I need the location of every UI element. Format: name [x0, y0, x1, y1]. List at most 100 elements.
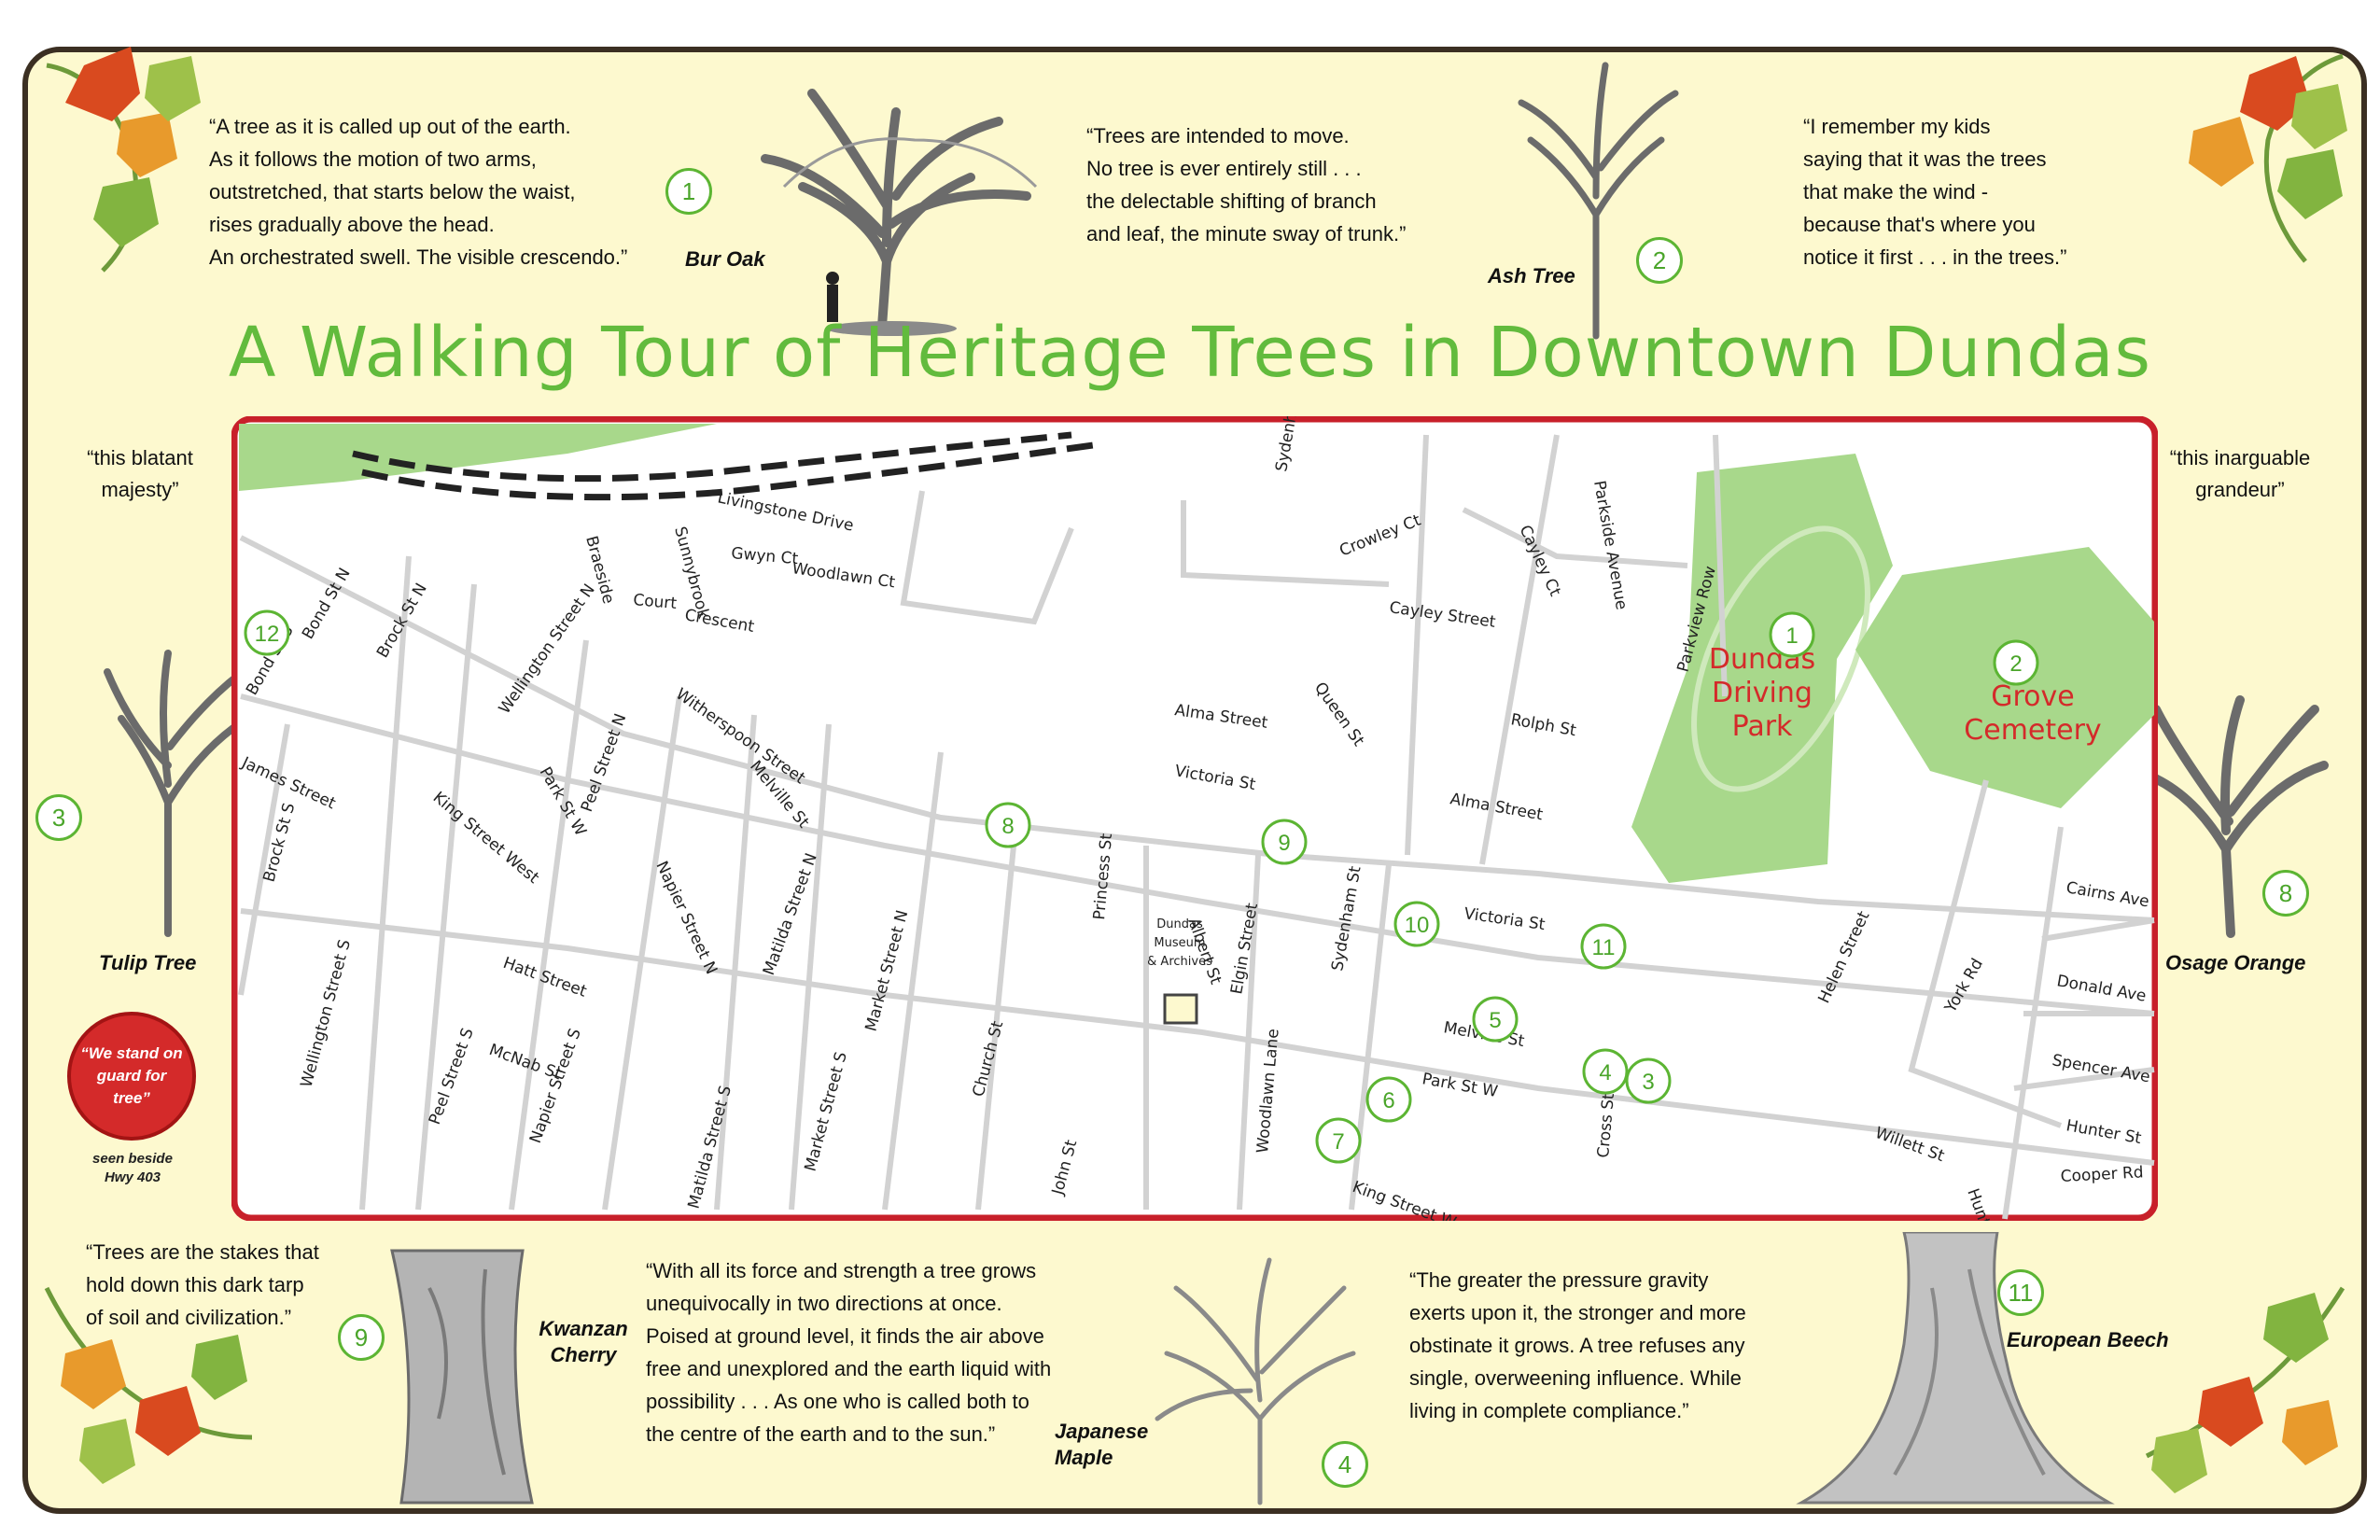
tour-stop-number: 10 — [1405, 913, 1430, 938]
european-beech-trunk-illustration — [1796, 1232, 2115, 1505]
leaf-decoration-bottom-left — [44, 1286, 253, 1484]
tour-stop-8: 8 — [985, 802, 1031, 848]
quote-line: “this inarguable — [2169, 446, 2311, 469]
quote-bottom-right: “The greater the pressure gravity exerts… — [1409, 1264, 1746, 1427]
quote-line: As it follows the motion of two arms, — [209, 147, 537, 171]
tour-stop-12: 12 — [244, 609, 290, 656]
tour-stop-number: 1 — [1785, 623, 1798, 649]
tree-badge-tulip-tree: 3 — [35, 794, 82, 841]
tour-stop-3: 3 — [1625, 1057, 1672, 1104]
quote-bottom-center: “With all its force and strength a tree … — [646, 1254, 1051, 1450]
quote-line: possibility . . . As one who is called b… — [646, 1390, 1029, 1413]
tour-stop-number: 9 — [1278, 831, 1290, 856]
tree-name-ash-tree: Ash Tree — [1488, 264, 1575, 287]
street-label: Cooper Rd — [2060, 1163, 2144, 1186]
quote-line: outstretched, that starts below the wais… — [209, 180, 576, 203]
tour-stop-number: 5 — [1489, 1008, 1501, 1033]
quote-line: An orchestrated swell. The visible cresc… — [209, 245, 628, 269]
leaf-decoration-top-left — [46, 47, 201, 273]
quote-line: Poised at ground level, it finds the air… — [646, 1324, 1044, 1348]
tour-stop-number: 4 — [1599, 1060, 1611, 1085]
quote-line: that make the wind - — [1803, 180, 1989, 203]
tree-name-kwanzan-cherry: Kwanzan Cherry — [539, 1317, 628, 1366]
tulip-tree-illustration — [104, 650, 246, 937]
leaf-decoration-bottom-right — [2145, 1286, 2345, 1493]
dundas-driving-park-label: Driving — [1712, 677, 1813, 709]
tree-name-european-beech: European Beech — [2007, 1328, 2169, 1351]
japanese-maple-illustration — [1155, 1257, 1356, 1505]
quote-line: free and unexplored and the earth liquid… — [646, 1357, 1052, 1380]
tour-stop-4: 4 — [1582, 1048, 1629, 1095]
quote-line: majesty” — [101, 478, 179, 501]
quote-line: “A tree as it is called up out of the ea… — [209, 115, 571, 138]
tour-stop-6: 6 — [1365, 1076, 1412, 1123]
quote-line: single, overweening influence. While — [1409, 1366, 1742, 1390]
quote-line: notice it first . . . in the trees.” — [1803, 245, 2067, 269]
quote-left-side: “this blatant majesty” — [63, 442, 217, 506]
tree-name-tulip-tree: Tulip Tree — [99, 951, 197, 974]
tour-stop-number: 11 — [1592, 935, 1616, 960]
quote-line: exerts upon it, the stronger and more — [1409, 1301, 1746, 1324]
tour-stop-number: 8 — [1001, 814, 1014, 839]
tree-badge-japanese-maple: 4 — [1322, 1441, 1368, 1488]
quote-top-right: “I remember my kids saying that it was t… — [1803, 110, 2066, 273]
museum-label: Museum — [1154, 936, 1205, 950]
tour-stop-number: 2 — [2009, 651, 2022, 677]
quote-line: unequivocally in two directions at once. — [646, 1292, 1002, 1315]
tour-stop-number: 6 — [1382, 1088, 1394, 1113]
tree-badge-bur-oak: 1 — [665, 168, 712, 215]
tour-stop-number: 7 — [1332, 1129, 1344, 1155]
tour-stop-11: 11 — [1580, 923, 1627, 970]
driving-park-track — [1691, 525, 1870, 792]
quote-line: “Trees are intended to move. — [1086, 124, 1350, 147]
quote-line: “The greater the pressure gravity — [1409, 1268, 1709, 1292]
tour-stop-number: 3 — [1642, 1070, 1654, 1095]
quote-line: hold down this dark tarp — [86, 1273, 304, 1296]
railway-line — [361, 441, 1100, 501]
tree-badge-ash-tree: 2 — [1636, 237, 1683, 284]
quote-line: the delectable shifting of branch — [1086, 189, 1377, 213]
quote-line: No tree is ever entirely still . . . — [1086, 157, 1362, 180]
osage-orange-tree-illustration — [2142, 695, 2329, 938]
tour-stop-5: 5 — [1472, 996, 1519, 1043]
quote-bottom-left: “Trees are the stakes that hold down thi… — [86, 1236, 319, 1334]
tour-stop-number: 12 — [255, 622, 280, 647]
quote-line: “I remember my kids — [1803, 115, 1991, 138]
museum-label: & Archives — [1147, 955, 1212, 969]
tree-badge-kwanzan-cherry: 9 — [338, 1314, 385, 1361]
quote-line: “this blatant — [87, 446, 193, 469]
dundas-driving-park — [1631, 454, 1893, 883]
map-title: A Walking Tour of Heritage Trees in Down… — [228, 313, 2152, 393]
quote-top-center: “Trees are intended to move. No tree is … — [1086, 119, 1406, 250]
kwanzan-cherry-trunk-illustration — [390, 1249, 534, 1505]
museum-label: Dundas — [1156, 917, 1203, 931]
leaf-decoration-top-right — [2189, 53, 2347, 263]
quote-right-side: “this inarguable grandeur” — [2147, 442, 2333, 506]
tour-stop-9: 9 — [1261, 819, 1308, 865]
railway-line — [352, 431, 1072, 483]
quote-line: grandeur” — [2195, 478, 2285, 501]
quote-line: and leaf, the minute sway of trunk.” — [1086, 222, 1407, 245]
bur-oak-tree-illustration — [761, 89, 1038, 336]
quote-line: the centre of the earth and to the sun.” — [646, 1422, 996, 1446]
grove-cemetery-label: Cemetery — [1964, 714, 2101, 747]
quote-line: “Trees are the stakes that — [86, 1240, 319, 1264]
quote-line: “With all its force and strength a tree … — [646, 1259, 1037, 1282]
tour-stop-1: 1 — [1769, 611, 1815, 658]
map-border — [231, 415, 2159, 1222]
quote-line: rises gradually above the head. — [209, 213, 495, 236]
tree-name-bur-oak: Bur Oak — [685, 247, 765, 271]
tour-stop-10: 10 — [1393, 901, 1440, 947]
tree-badge-osage-orange: 8 — [2262, 870, 2309, 917]
ash-tree-illustration — [1518, 62, 1679, 340]
street-grid — [238, 434, 2155, 1220]
tree-name-japanese-maple: Japanese Maple — [1055, 1420, 1149, 1469]
stand-on-guard-badge: “We stand on guard for tree” — [67, 1012, 196, 1141]
quote-line: obstinate it grows. A tree refuses any — [1409, 1334, 1745, 1357]
museum-marker — [1163, 993, 1198, 1025]
quote-line: living in complete compliance.” — [1409, 1399, 1689, 1422]
tour-stop-2: 2 — [1993, 639, 2039, 686]
